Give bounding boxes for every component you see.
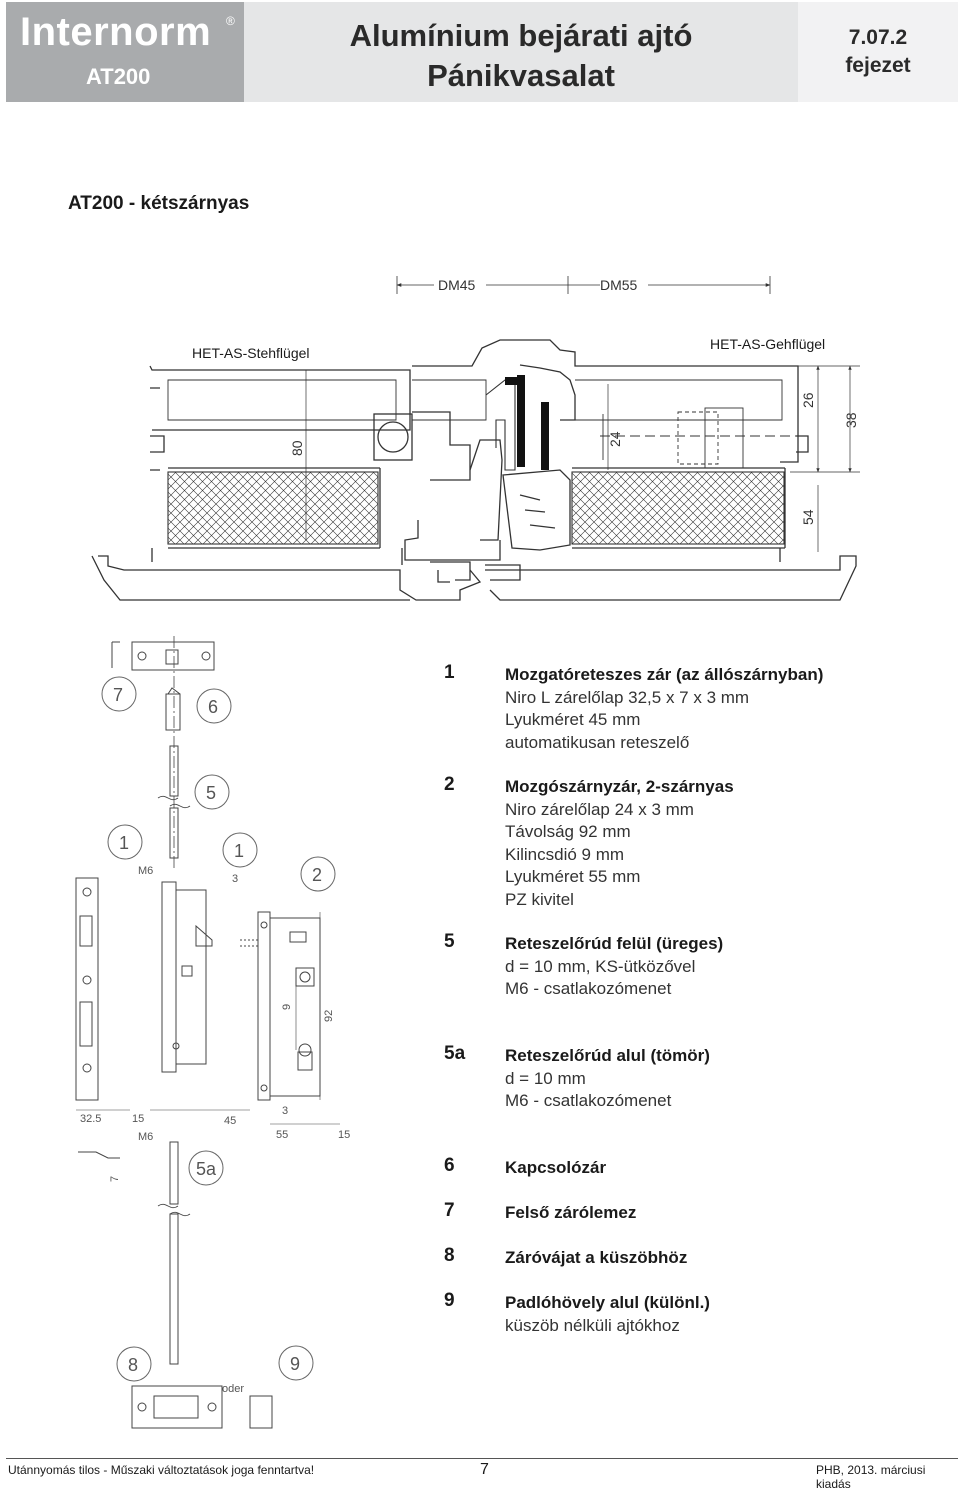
footer-copyright: Utánnyomás tilos - Műszaki változtatások… (8, 1463, 315, 1477)
header-brand-block: Internorm ® AT200 (6, 2, 244, 102)
footer-divider (6, 1458, 958, 1459)
registered-mark: ® (226, 14, 235, 28)
legend-title: Mozgatóreteszes zár (az állószárnyban) (505, 665, 824, 684)
legend-line: M6 - csatlakozómenet (505, 1091, 672, 1110)
legend-number: 2 (444, 774, 455, 795)
dim-80: 80 (289, 440, 305, 456)
legend-line: Lyukméret 45 mm (505, 710, 641, 729)
dim-45: 45 (224, 1115, 236, 1127)
bubble-2-label: 2 (312, 865, 322, 885)
dim-3-top: 3 (232, 873, 238, 885)
legend-number: 5a (444, 1043, 466, 1064)
footer-edition: PHB, 2013. márciusi kiadás (816, 1463, 926, 1491)
chapter-label: fejezet (845, 54, 911, 77)
dim-26: 26 (800, 392, 816, 408)
page-number: 7 (480, 1461, 489, 1478)
dim-32-5: 32.5 (80, 1113, 101, 1125)
legend-number: 8 (444, 1245, 455, 1266)
bubble-9-label: 9 (290, 1354, 300, 1374)
legend-title: Reteszelőrúd alul (tömör) (505, 1046, 710, 1065)
bubble-2 (300, 856, 336, 892)
dim-55: 55 (276, 1129, 288, 1141)
legend-number: 5 (444, 931, 455, 952)
page-title-line1: Alumínium bejárati ajtó (349, 18, 693, 53)
model-name: AT200 (86, 64, 151, 89)
dim-3-bot: 3 (282, 1105, 288, 1117)
bubble-6 (196, 688, 232, 724)
legend-number: 9 (444, 1290, 455, 1311)
dim-dm55: DM55 (600, 277, 638, 293)
dim-24: 24 (607, 431, 623, 447)
brand-logo: Internorm (20, 10, 212, 54)
lock-hardware (75, 636, 340, 1429)
bubble-9 (278, 1345, 314, 1381)
legend-line: Kilincsdió 9 mm (505, 844, 625, 864)
chapter-number: 7.07.2 (848, 26, 908, 49)
legend-number: 7 (444, 1200, 455, 1221)
legend-title: Záróvájat a küszöbhöz (505, 1248, 688, 1267)
legend-line: PZ kivitel (505, 889, 574, 909)
reference-bubbles (101, 676, 336, 1382)
legend-line: küszöb nélküli ajtókhoz (505, 1315, 680, 1335)
dim-m6-top: M6 (138, 865, 153, 877)
legend-title: Mozgószárnyzár, 2-szárnyas (505, 777, 734, 796)
label-gehfluegel: HET-AS-Gehflügel (710, 336, 825, 352)
profile-section (91, 276, 860, 601)
bubble-7-label: 7 (113, 685, 123, 705)
legend-title: Padlóhövely alul (különl.) (505, 1293, 710, 1312)
page-title-line2: Pánikvasalat (427, 58, 615, 93)
dim-7: 7 (109, 1176, 121, 1182)
label-oder: oder (222, 1383, 244, 1395)
legend-number: 6 (444, 1155, 455, 1176)
bubble-5-label: 5 (206, 783, 216, 803)
section-title: AT200 - kétszárnyas (68, 193, 250, 214)
dim-38: 38 (843, 412, 859, 428)
dim-m6-bot: M6 (138, 1131, 153, 1143)
legend-number: 1 (444, 662, 455, 683)
legend-title: Felső zárólemez (505, 1203, 637, 1222)
legend-line: automatikusan reteszelő (505, 732, 690, 752)
legend-line: Lyukméret 55 mm (505, 867, 641, 886)
bubble-5 (194, 774, 230, 810)
bubble-7 (101, 676, 137, 712)
legend-line: Távolság 92 mm (505, 822, 631, 841)
legend-line: Niro zárelőlap 24 x 3 mm (505, 799, 694, 819)
legend-line: Niro L zárelőlap 32,5 x 7 x 3 mm (505, 687, 750, 707)
bubble-1b-label: 1 (234, 841, 244, 861)
header-chapter-block: 7.07.2 fejezet (798, 2, 958, 102)
dim-15b: 15 (338, 1129, 350, 1141)
legend-line: d = 10 mm (505, 1068, 586, 1088)
dim-dm45: DM45 (438, 277, 476, 293)
dim-9: 9 (281, 1004, 293, 1010)
bubble-5a (188, 1150, 224, 1186)
bubble-1a-label: 1 (119, 833, 129, 853)
legend-line: M6 - csatlakozómenet (505, 979, 672, 998)
bubble-8-label: 8 (128, 1355, 138, 1375)
dim-15a: 15 (132, 1113, 144, 1125)
label-stehfluegel: HET-AS-Stehflügel (192, 345, 310, 361)
bubble-6-label: 6 (208, 697, 218, 717)
bubble-5a-label: 5a (196, 1159, 217, 1179)
bubble-8 (116, 1346, 152, 1382)
dim-92: 92 (323, 1010, 335, 1022)
legend-line: d = 10 mm, KS-ütközővel (505, 956, 696, 976)
bubble-1b (222, 832, 258, 868)
legend-title: Kapcsolózár (505, 1158, 607, 1177)
bubble-1a (107, 824, 143, 860)
dim-54: 54 (800, 509, 816, 525)
legend-title: Reteszelőrúd felül (üreges) (505, 934, 724, 953)
header-title-block: Alumínium bejárati ajtó Pánikvasalat (244, 2, 798, 102)
